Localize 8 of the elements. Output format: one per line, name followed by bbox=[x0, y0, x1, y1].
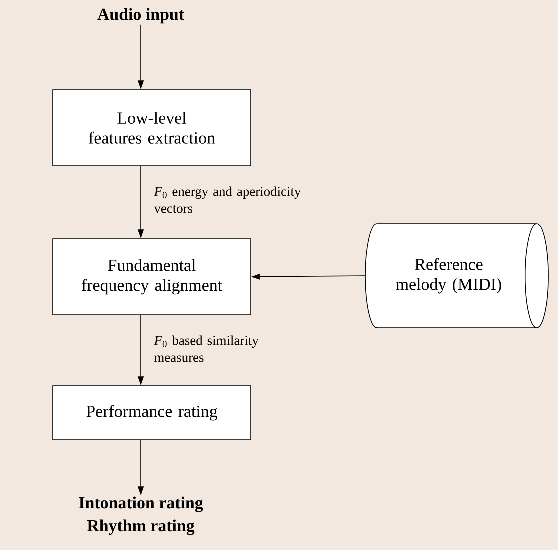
process-box: Low-level features extraction bbox=[52, 90, 252, 166]
edge-label: F$_{0}$ based similarity measures bbox=[154, 336, 259, 362]
process-box: Fundamental frequency alignment bbox=[52, 238, 252, 316]
process-box: Performance rating bbox=[52, 386, 252, 440]
database-cylinder: Reference melody (MIDI) bbox=[365, 224, 549, 328]
output-label: Intonation rating Rhythm rating bbox=[79, 496, 204, 536]
edge-label: F$_{0}$ energy and aperiodicity vectors bbox=[154, 186, 302, 214]
input-label: Audio input bbox=[98, 8, 184, 24]
